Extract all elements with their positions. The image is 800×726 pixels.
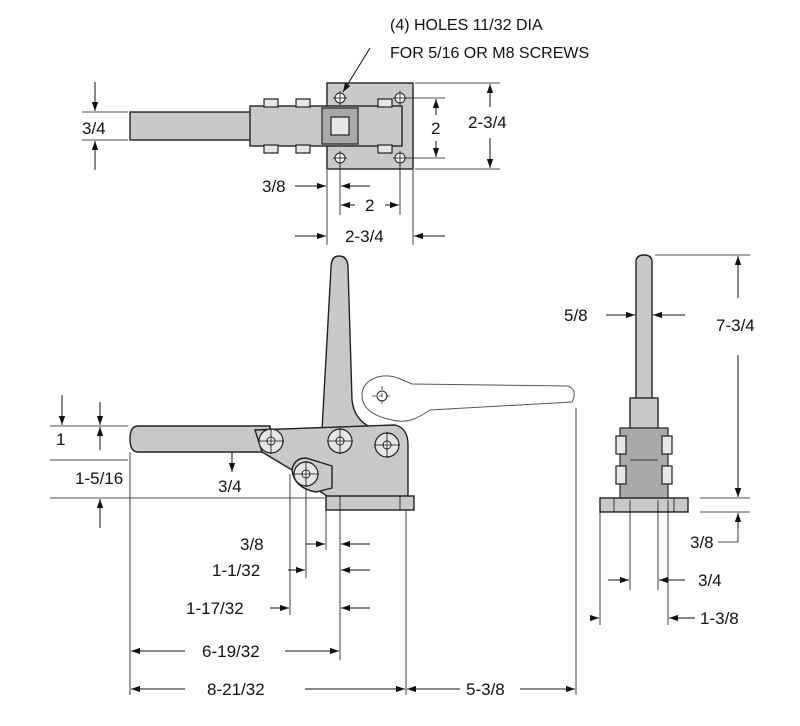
dim-base-width: 2-3/4: [345, 227, 384, 246]
dim-hole-offset: 3/8: [262, 177, 286, 196]
open-handle-ghost: [361, 375, 575, 422]
side-base-plate: [325, 495, 415, 511]
dim-d1: 3/8: [240, 535, 264, 554]
end-handle: [635, 254, 653, 401]
dim-hole-spacing-vertical: 2: [431, 119, 440, 138]
side-view: [50, 255, 577, 695]
dim-d4: 6-19/32: [202, 642, 260, 661]
dim-end-overall-height: 7-3/4: [716, 316, 755, 335]
end-base-plate: [599, 497, 689, 513]
dim-end-base-thickness: 3/8: [690, 533, 714, 552]
dim-link-offset: 3/4: [218, 477, 242, 496]
top-view: [82, 47, 500, 245]
pin-centerlines: [258, 428, 400, 487]
holes-note-line1: (4) HOLES 11/32 DIA: [390, 17, 543, 34]
top-mounting-holes: [333, 91, 407, 165]
dim-base-height: 2-3/4: [468, 113, 507, 132]
dim-handle-height: 3/4: [82, 119, 106, 138]
holes-note-line2: FOR 5/16 OR M8 SCREWS: [390, 45, 589, 62]
dim-end-body-width: 3/4: [698, 571, 722, 590]
labels: (4) HOLES 11/32 DIA FOR 5/16 OR M8 SCREW…: [56, 17, 755, 699]
dim-open-reach: 5-3/8: [466, 680, 505, 699]
dim-end-handle-width: 5/8: [564, 306, 588, 325]
end-side-plate: [619, 427, 669, 501]
dim-overall-length: 8-21/32: [207, 680, 265, 699]
spindle-bar: [129, 425, 271, 453]
dim-pivot-height: 1-5/16: [75, 469, 123, 488]
end-view: [590, 254, 750, 625]
top-handle-bar: [129, 111, 261, 141]
dim-end-base-width: 1-3/8: [700, 609, 739, 628]
top-center-pin: [330, 116, 350, 136]
dim-bar-height: 1: [56, 430, 65, 449]
dim-d2: 1-1/32: [212, 561, 260, 580]
dim-hole-spacing-horizontal: 2: [365, 196, 374, 215]
top-rivets: [263, 98, 393, 154]
vertical-handle: [321, 255, 373, 446]
dim-d3: 1-17/32: [186, 599, 244, 618]
